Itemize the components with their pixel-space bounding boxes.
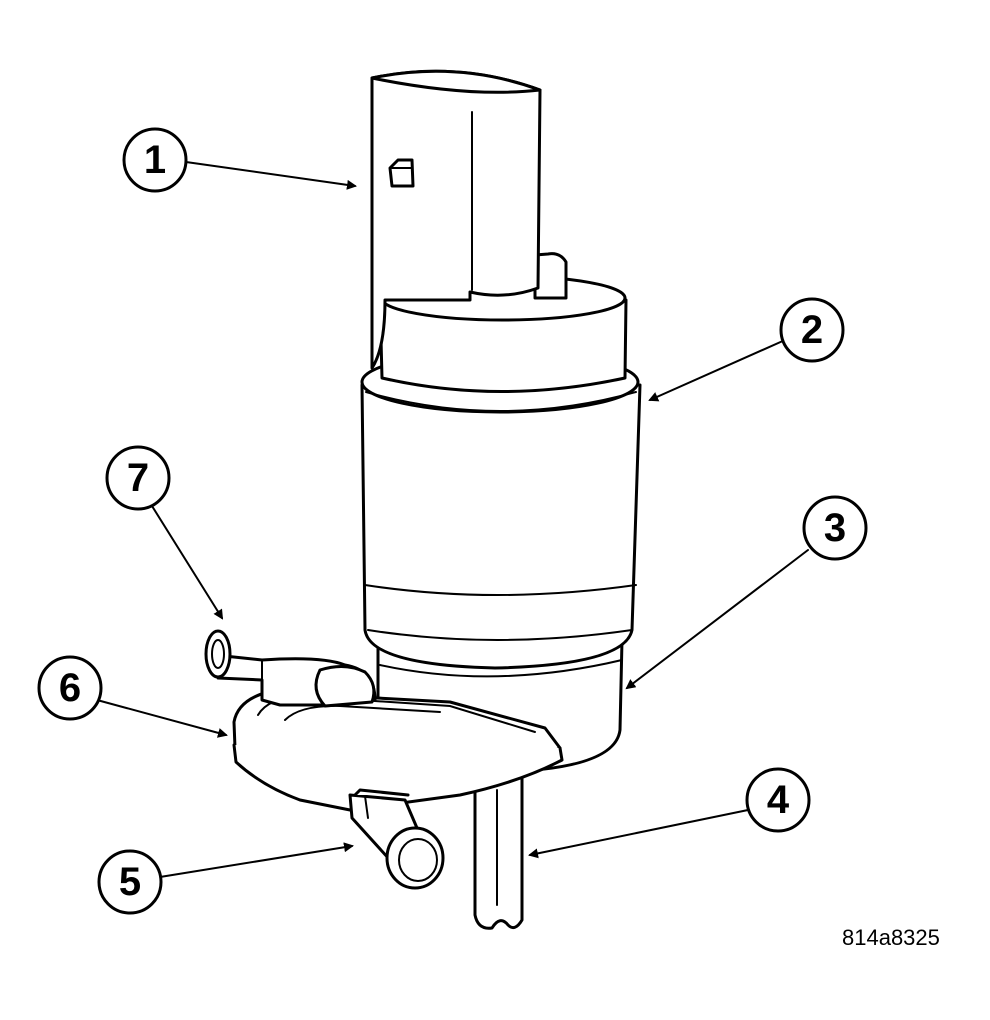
- leader-lines: [96, 161, 809, 878]
- figure-code: 814a8325: [842, 925, 940, 950]
- callout-2: 2: [779, 297, 845, 363]
- leader-1: [185, 161, 357, 190]
- callout-number: 2: [801, 308, 823, 352]
- callout-number: 5: [119, 860, 141, 904]
- callout-1: 1: [122, 127, 188, 193]
- mounting-flange: [232, 690, 564, 812]
- callout-number: 4: [767, 778, 790, 822]
- collar-tab: [533, 252, 568, 300]
- electrical-connector: [370, 69, 542, 370]
- callout-3: 3: [802, 495, 868, 561]
- inlet-elbow: [204, 629, 377, 708]
- callout-4: 4: [745, 767, 811, 833]
- leader-3: [625, 549, 809, 690]
- leader-2: [648, 339, 786, 402]
- outlet-pipe: [473, 768, 524, 930]
- leader-5: [159, 842, 354, 878]
- leader-4: [528, 809, 749, 859]
- callout-number: 1: [144, 138, 166, 182]
- callout-5: 5: [97, 849, 163, 915]
- leader-6: [96, 699, 228, 738]
- lower-port: [348, 788, 445, 890]
- callout-number: 3: [824, 506, 846, 550]
- motor-body: [360, 383, 642, 670]
- leader-7: [151, 505, 224, 620]
- callout-7: 7: [105, 445, 171, 511]
- pump-illustration: [204, 69, 642, 930]
- callout-6: 6: [37, 655, 103, 721]
- callout-number: 6: [59, 666, 81, 710]
- callout-number: 7: [127, 456, 149, 500]
